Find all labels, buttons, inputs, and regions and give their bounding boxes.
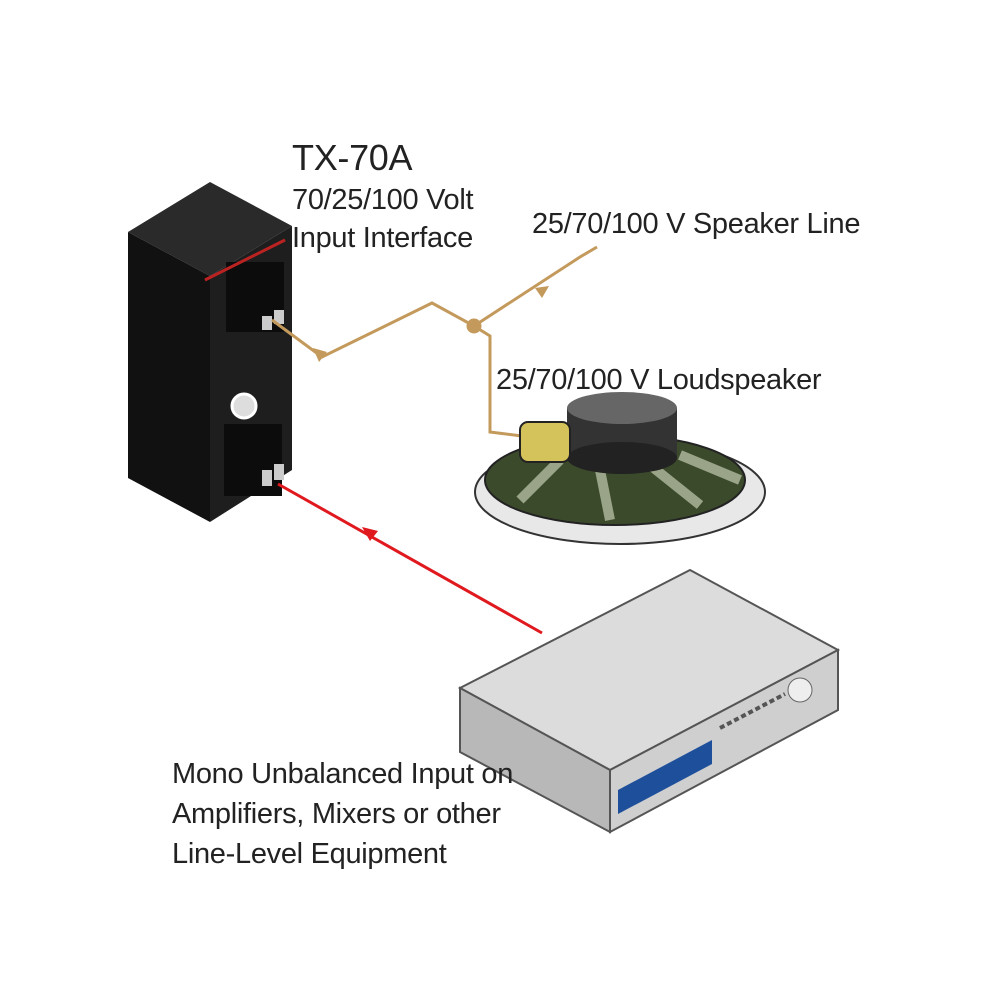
signal-wire xyxy=(277,482,543,635)
loudspeaker-label: 25/70/100 V Loudspeaker xyxy=(496,364,822,396)
equipment-label-line1: Mono Unbalanced Input on xyxy=(172,758,514,790)
speaker-line-wire xyxy=(271,245,598,438)
device-model-label: TX-70A xyxy=(292,137,413,178)
tx-70a-device xyxy=(128,182,292,522)
knob-icon xyxy=(787,677,813,703)
speaker-line-label: 25/70/100 V Speaker Line xyxy=(532,208,861,240)
loudspeaker xyxy=(474,392,766,545)
device-desc-line1: 70/25/100 Volt xyxy=(292,184,474,216)
arrow-icon xyxy=(535,286,549,298)
arrow-icon xyxy=(362,527,378,541)
device-desc-line2: Input Interface xyxy=(292,222,473,254)
display-panel xyxy=(618,740,712,814)
equipment-label-line3: Line-Level Equipment xyxy=(172,838,447,870)
output-terminal-block xyxy=(224,424,282,496)
equipment-label-line2: Amplifiers, Mixers or other xyxy=(172,798,501,830)
speaker-transformer xyxy=(519,421,571,463)
line-level-equipment xyxy=(457,568,841,834)
arrow-icon xyxy=(313,348,327,362)
selector-switch-icon xyxy=(230,392,258,420)
